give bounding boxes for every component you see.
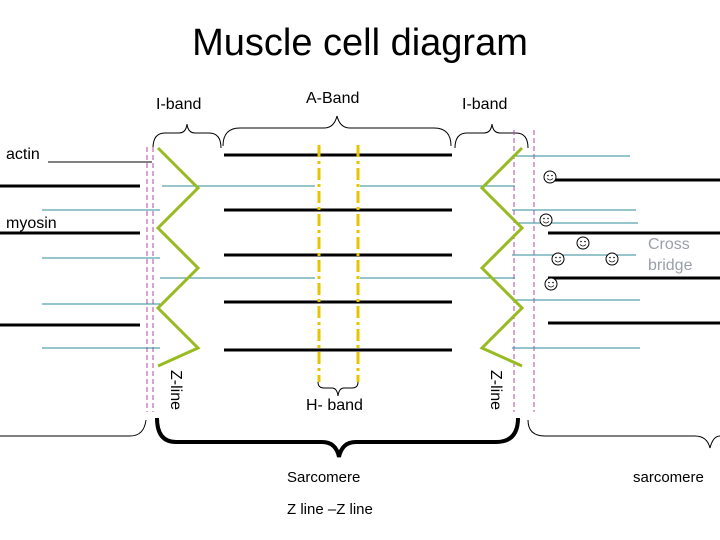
- z-line-right-label: Z-line: [487, 369, 504, 410]
- z-line-left-label: Z-line: [167, 369, 184, 410]
- i-band-left-label: I-band: [156, 96, 202, 113]
- smiley-icon: [544, 277, 558, 291]
- z-line-left-zigzag: [155, 146, 201, 368]
- i-band-left-brace: [152, 123, 222, 149]
- sarcomere-label: Sarcomere: [287, 469, 361, 486]
- myosin-label: myosin: [6, 215, 57, 232]
- h-band-label: H- band: [306, 397, 363, 414]
- i-band-right-label: I-band: [462, 96, 508, 113]
- h-band-brace: [317, 381, 359, 397]
- cross-bridge-label: Cross bridge: [648, 236, 693, 274]
- sarcomere-right-label: sarcomere: [633, 469, 704, 486]
- actin-label: actin: [6, 146, 40, 163]
- i-band-right-brace: [454, 123, 529, 149]
- sarcomere-right-brace: [527, 419, 720, 449]
- sarcomere-left-partial-brace: [0, 419, 147, 437]
- sarcomere-brace: [155, 417, 520, 458]
- myosin-filaments: [0, 153, 720, 352]
- a-band-label: A-Band: [306, 90, 360, 107]
- smiley-icon: [551, 252, 565, 266]
- diagram-title: Muscle cell diagram: [192, 22, 528, 64]
- smiley-icon: [543, 170, 557, 184]
- a-band-brace: [222, 115, 452, 147]
- z-line-right-zigzag: [479, 146, 525, 368]
- smiley-icon: [576, 236, 590, 250]
- z-line-to-z-line-label: Z line –Z line: [287, 501, 373, 518]
- smiley-icon: [605, 252, 619, 266]
- smiley-icon: [539, 213, 553, 227]
